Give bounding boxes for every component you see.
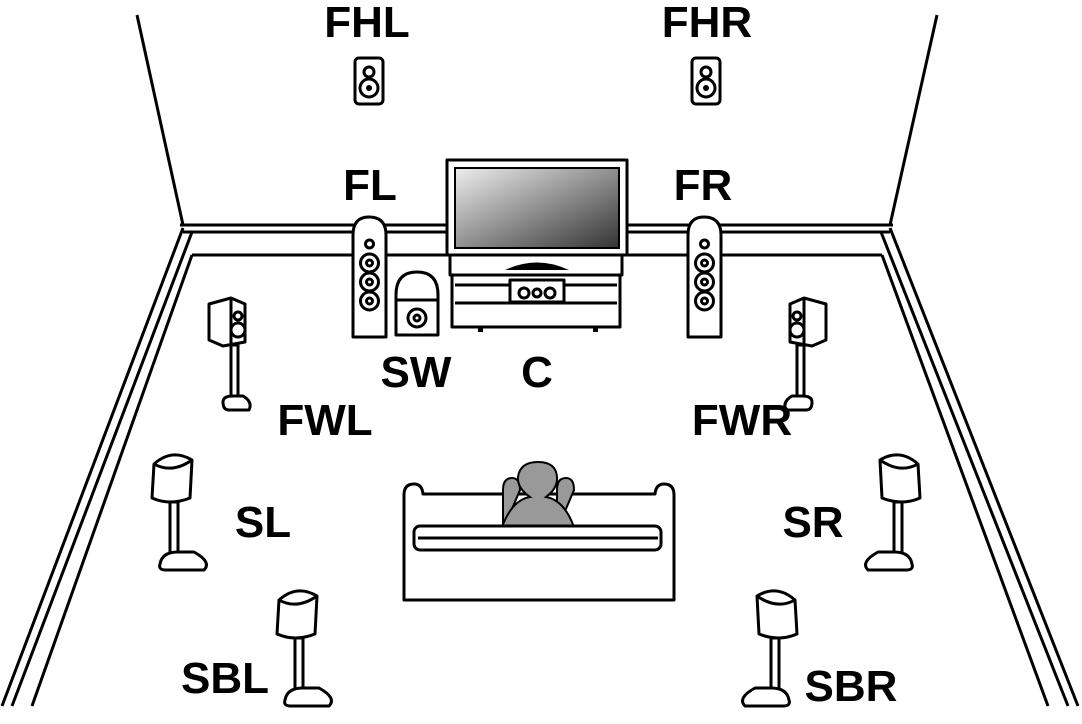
speaker-fwl	[207, 296, 252, 412]
right-floor-edge	[879, 227, 1080, 707]
label-sbl: SBL	[181, 654, 269, 703]
speaker-fl	[351, 215, 388, 339]
label-fl: FL	[343, 161, 397, 210]
speaker-fr	[686, 215, 723, 339]
label-fwl: FWL	[277, 396, 372, 445]
label-fhl: FHL	[324, 0, 410, 47]
label-sr: SR	[782, 498, 843, 547]
tv-with-stand	[445, 158, 629, 332]
speaker-sl	[150, 453, 208, 572]
sofa-with-listener	[402, 460, 676, 602]
label-fwr: FWR	[692, 396, 792, 445]
speaker-fhr	[690, 56, 722, 106]
label-fhr: FHR	[662, 0, 752, 47]
label-sbr: SBR	[805, 662, 898, 711]
label-c: C	[521, 348, 553, 397]
label-fr: FR	[674, 161, 733, 210]
right-wall-edge	[888, 14, 939, 226]
speaker-fwr	[783, 296, 828, 412]
speaker-sw	[394, 270, 440, 337]
label-sl: SL	[235, 498, 291, 547]
speaker-fhl	[353, 56, 385, 106]
left-wall-edge	[135, 14, 185, 226]
left-floor-edge	[0, 227, 194, 707]
speaker-sbl	[275, 589, 333, 708]
label-sw: SW	[381, 348, 452, 397]
speaker-sr	[864, 453, 922, 572]
speaker-sbr	[741, 589, 799, 708]
